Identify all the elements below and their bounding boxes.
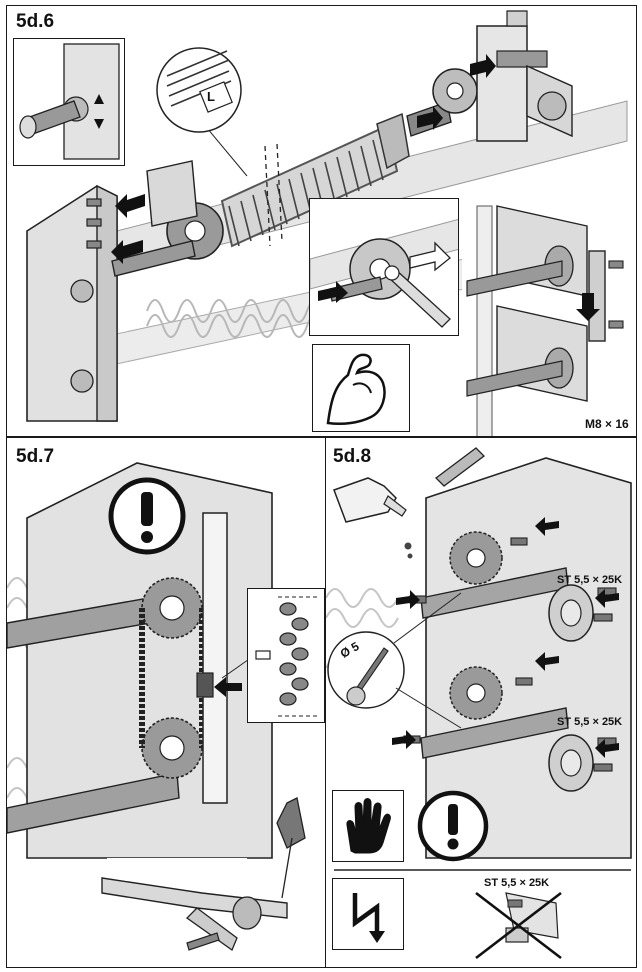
step-panel-5d8: 5d.8 Ø 5 ST 5,5 × 25K ST 5,5 × 25K ST 5,… [325,437,637,968]
step-label-5d7: 5d.7 [16,446,55,467]
chain-link-illustration [248,589,324,722]
glove-hand-icon [333,791,403,861]
step-panel-5d7: 5d.7 [6,437,326,968]
shaft-marking-inset [13,38,125,166]
screw-spec-middle: ST 5,5 × 25K [557,716,623,728]
step-panel-5d6: 5d.6 M8 × 16 L [6,5,637,437]
chain-link-detail-inset [247,588,325,723]
warning-exclamation-icon [417,790,489,862]
electrical-hazard-icon [333,879,403,949]
shaft-mark-label: L [207,89,215,104]
chain-sprocket-illustration [7,438,325,967]
shaft-end-detail-illustration [14,39,124,165]
step-label-5d6: 5d.6 [16,11,55,32]
step-label-5d8: 5d.8 [333,446,372,467]
screw-spec-forbidden: ST 5,5 × 25K [484,877,550,889]
bearing-wrench-illustration [310,199,458,335]
electrical-hazard-box [332,878,404,950]
wrench-tighten-inset [309,198,459,336]
warning-exclamation-icon [108,477,186,555]
screw-spec-top: ST 5,5 × 25K [557,574,623,586]
strength-arm-icon [313,345,409,431]
strength-icon-box [312,344,410,432]
oil-bottle-icon [333,477,413,559]
forbidden-cross-icon [475,891,562,960]
screw-spec-m8: M8 × 16 [585,417,629,431]
glove-icon-box [332,790,404,862]
warning-circle-5d7 [107,476,187,556]
